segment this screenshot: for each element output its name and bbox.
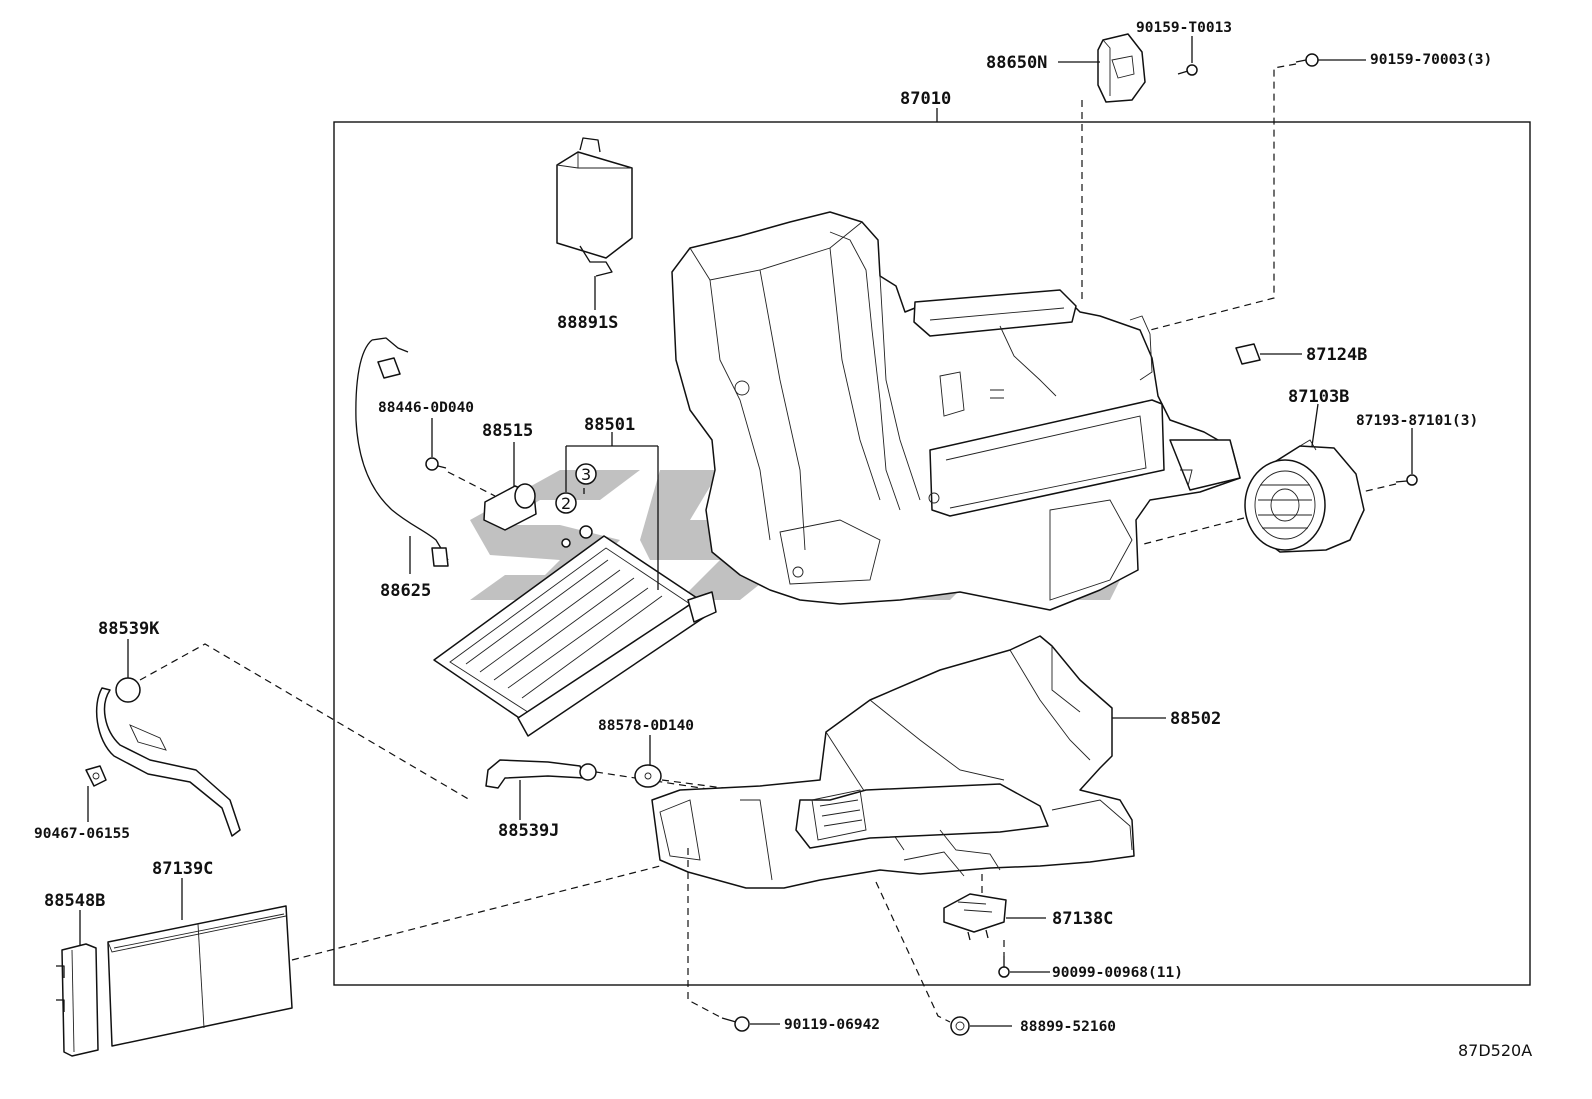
clip-90467-06155 [85,765,107,787]
bracket-88650N [1097,33,1146,103]
blower-motor-87103B [1244,439,1365,553]
label-88539J: 88539J [498,821,559,841]
diagram-code: 87D520A [1458,1041,1532,1060]
label-87139C: 87139C [152,859,213,879]
hvac-case-87010 [671,211,1241,611]
screw-90099-00968 [998,956,1010,978]
screw-87193-87101 [1395,474,1418,486]
sensor-88515 [483,483,537,531]
lower-case-88502 [651,635,1135,889]
screw-90159-70003 [1295,53,1319,67]
label-90159-70003: 90159-70003(3) [1370,52,1492,68]
assembly-frame [333,121,1531,986]
hose-88539K [95,677,241,837]
amplifier-88891S [556,137,633,277]
label-88501: 88501 [584,415,635,435]
label-90119-06942: 90119-06942 [784,1017,880,1033]
screw-88446-0D040 [425,457,447,471]
label-88548B: 88548B [44,891,105,911]
label-88891S: 88891S [557,313,618,333]
o-ring-callout-3: 3 [575,463,597,539]
label-88446-0D040: 88446-0D040 [378,400,474,416]
bolt-90119-06942 [721,1016,750,1032]
screw-90159-T0013 [1177,64,1198,76]
label-87193-87101: 87193-87101(3) [1356,413,1478,429]
part-87124B [1235,343,1261,365]
label-88515: 88515 [482,421,533,441]
label-88650N: 88650N [986,53,1047,73]
label-87138C: 87138C [1052,909,1113,929]
label-87124B: 87124B [1306,345,1367,365]
filter-cover-88548B [56,943,99,1057]
air-filter-87139C [107,905,293,1047]
label-87103B: 87103B [1288,387,1349,407]
wire-harness-88625 [355,337,449,567]
label-88578-0D140: 88578-0D140 [598,718,694,734]
label-90159-T0013: 90159-T0013 [1136,20,1232,36]
label-88539K: 88539K [98,619,160,639]
grommet-88578-0D140 [634,764,662,788]
blower-resistor-87138C [943,893,1007,941]
svg-text:3: 3 [581,465,591,484]
o-ring-callout-2: 2 [555,492,577,548]
label-88625: 88625 [380,581,431,601]
label-90467-06155: 90467-06155 [34,826,130,842]
label-87010: 87010 [900,89,951,109]
hose-88539J [485,759,597,789]
nut-88899-52160 [950,1016,970,1036]
label-88502: 88502 [1170,709,1221,729]
heater-core-88501 [433,535,717,737]
label-88899-52160: 88899-52160 [1020,1019,1116,1035]
label-90099-00968: 90099-00968(11) [1052,965,1183,981]
svg-text:2: 2 [561,494,571,513]
